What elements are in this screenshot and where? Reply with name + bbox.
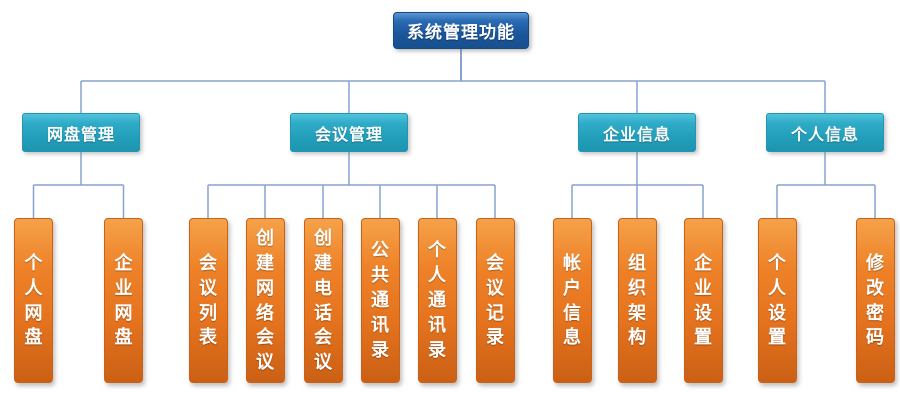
branch-node-2: 企业信息 — [578, 113, 696, 152]
branch-node-1: 会议管理 — [290, 113, 408, 152]
leaf-node-label: 修改密码 — [865, 252, 884, 348]
leaf-node-2-2: 企业设置 — [683, 218, 723, 383]
leaf-node-2-1: 组织架构 — [617, 218, 657, 383]
leaf-node-0-1: 企业网盘 — [104, 218, 143, 383]
leaf-node-label: 创建电话会议 — [313, 228, 332, 373]
branch-node-3: 个人信息 — [766, 113, 884, 152]
leaf-node-2-0: 帐户信息 — [552, 218, 592, 383]
leaf-node-0-0: 个人网盘 — [14, 218, 53, 383]
leaf-node-label: 企业网盘 — [114, 252, 133, 348]
leaf-node-1-2: 创建电话会议 — [303, 218, 343, 383]
leaf-node-1-1: 创建网络会议 — [245, 218, 285, 383]
leaf-node-label: 帐户信息 — [562, 252, 581, 348]
leaf-node-label: 会议列表 — [198, 252, 217, 348]
leaf-node-label: 个人设置 — [767, 252, 786, 348]
leaf-node-3-1: 修改密码 — [855, 218, 895, 383]
leaf-node-1-5: 会议记录 — [475, 218, 515, 383]
leaf-node-3-0: 个人设置 — [757, 218, 797, 383]
leaf-node-label: 会议记录 — [485, 252, 504, 348]
leaf-node-1-0: 会议列表 — [188, 218, 228, 383]
leaf-node-label: 创建网络会议 — [255, 228, 274, 373]
root-node-system-management: 系统管理功能 — [393, 12, 529, 49]
leaf-node-label: 企业设置 — [693, 252, 712, 348]
branch-node-0: 网盘管理 — [22, 113, 140, 152]
leaf-node-label: 公共通讯录 — [370, 240, 389, 360]
leaf-node-label: 组织架构 — [627, 252, 646, 348]
leaf-node-label: 个人网盘 — [24, 252, 43, 348]
leaf-node-label: 个人通讯录 — [427, 240, 446, 360]
leaf-node-1-3: 公共通讯录 — [360, 218, 400, 383]
leaf-node-1-4: 个人通讯录 — [417, 218, 457, 383]
